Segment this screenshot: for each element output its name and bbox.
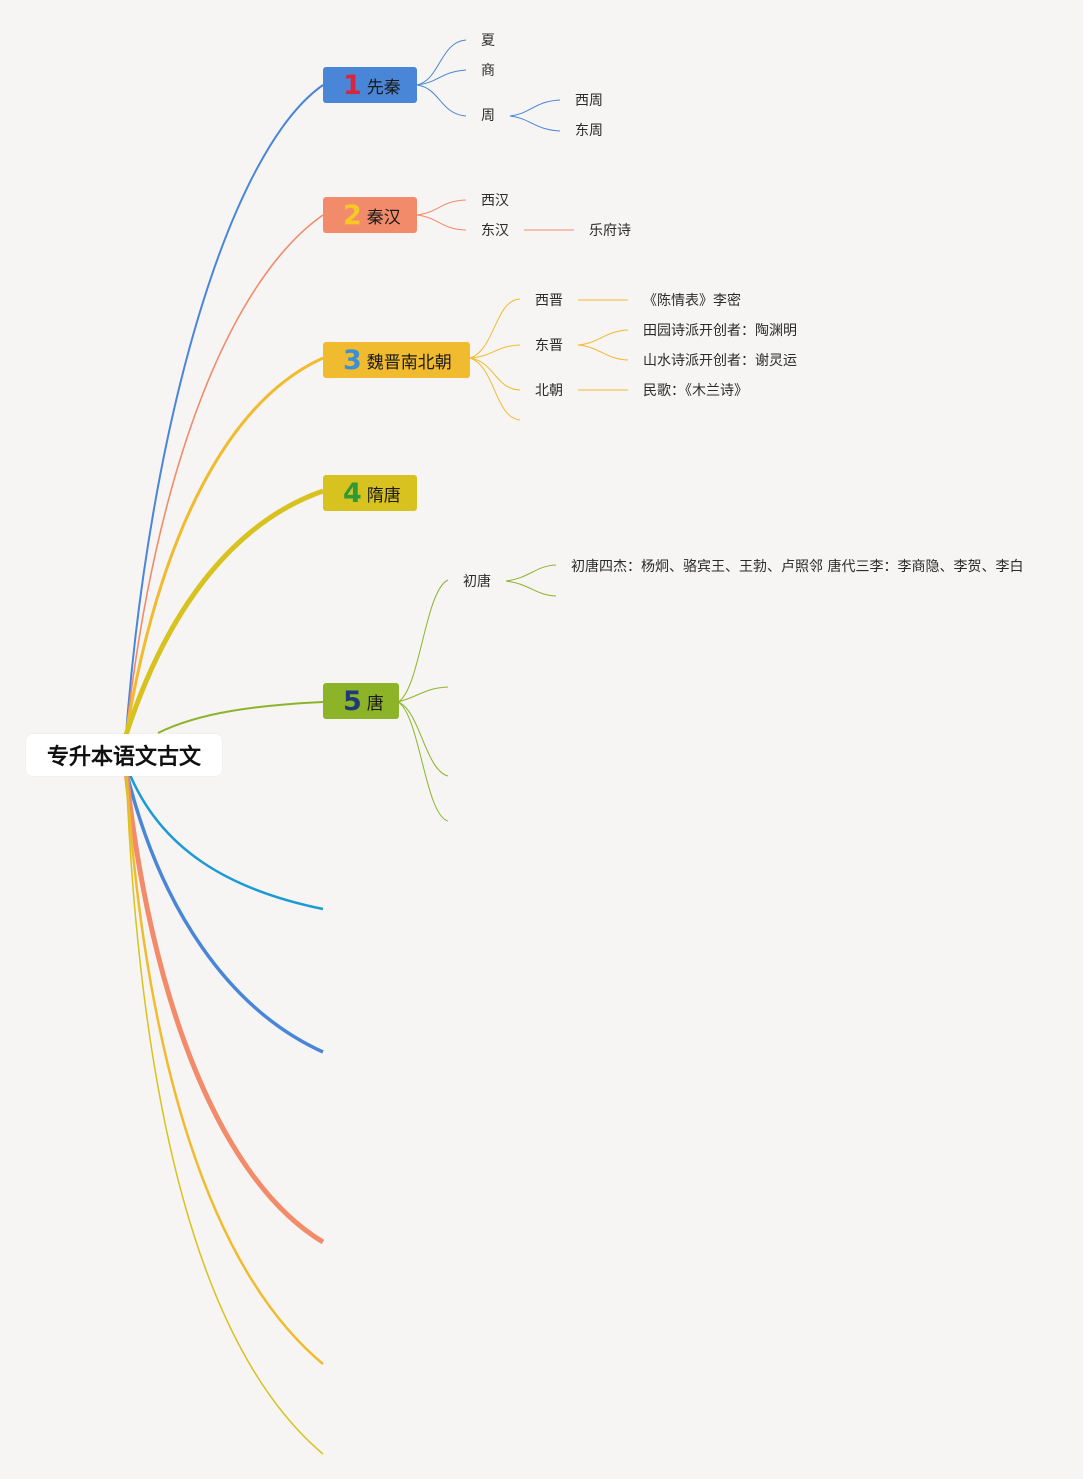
topic-label-4: 隋唐 xyxy=(366,485,401,506)
subtopic-xihan[interactable]: 西汉 xyxy=(481,193,509,209)
topic-node-4[interactable]: 4 隋唐 xyxy=(323,475,417,511)
connector-root-topic4 xyxy=(123,488,324,736)
root-label: 专升本语文古文 xyxy=(46,745,201,770)
subtopic-mulanshi[interactable]: 民歌：《木兰诗》 xyxy=(643,383,748,399)
topic-label-3: 魏晋南北朝 xyxy=(366,352,452,373)
subtopic-xizhou[interactable]: 西周 xyxy=(575,93,603,109)
topic-label-1: 先秦 xyxy=(366,77,401,98)
connector-root-topic1 xyxy=(125,84,324,736)
topic-number-1: 1 xyxy=(343,69,362,101)
subtopic-xielingyun[interactable]: 山水诗派开创者：谢灵运 xyxy=(643,353,797,369)
topic-label-2: 秦汉 xyxy=(366,207,401,228)
topic-number-5: 5 xyxy=(343,685,362,717)
subtopic-taoyuanming[interactable]: 田园诗派开创者：陶渊明 xyxy=(643,323,797,339)
topic-node-5[interactable]: 5 唐 xyxy=(323,683,399,719)
connector-empty-mustard xyxy=(125,769,324,1455)
subtopic-chutang[interactable]: 初唐 xyxy=(463,574,491,590)
subtopic-beichao[interactable]: 北朝 xyxy=(535,383,563,399)
subtopic-dongzhou[interactable]: 东周 xyxy=(575,123,603,139)
subtopic-xia[interactable]: 夏 xyxy=(481,33,495,49)
subtopic-donghan[interactable]: 东汉 xyxy=(481,223,509,239)
connector-root-topic3 xyxy=(124,356,324,736)
topic-node-1[interactable]: 1 先秦 xyxy=(323,67,417,103)
topic-label-5: 唐 xyxy=(366,693,384,714)
topic-number-4: 4 xyxy=(343,477,362,509)
connector-empty-blue xyxy=(124,769,324,1054)
connector-empty-orange xyxy=(124,769,324,1365)
topic-number-2: 2 xyxy=(343,199,362,231)
connector-empty-salmon xyxy=(123,769,325,1245)
subtopic-chenqingbiao[interactable]: 《陈情表》李密 xyxy=(643,293,741,309)
subtopic-dongjin[interactable]: 东晋 xyxy=(535,338,563,354)
subtopic-shang[interactable]: 商 xyxy=(481,63,495,79)
subtopic-yuefushi[interactable]: 乐府诗 xyxy=(589,223,631,239)
connector-root-topic5 xyxy=(157,701,324,734)
subtopic-chutang-poets[interactable]: 初唐四杰：杨炯、骆宾王、王勃、卢照邻 唐代三李：李商隐、李贺、李白 xyxy=(571,559,1024,575)
root-node[interactable]: 专升本语文古文 xyxy=(26,734,222,776)
topic-node-2[interactable]: 2 秦汉 xyxy=(323,197,417,233)
topic-number-3: 3 xyxy=(343,344,362,376)
topic-node-3[interactable]: 3 魏晋南北朝 xyxy=(323,342,470,378)
connector-root-topic2 xyxy=(125,214,324,736)
subtopic-xijin[interactable]: 西晋 xyxy=(535,293,563,309)
connector-empty-cyan xyxy=(126,769,324,911)
subtopic-zhou[interactable]: 周 xyxy=(481,108,495,124)
